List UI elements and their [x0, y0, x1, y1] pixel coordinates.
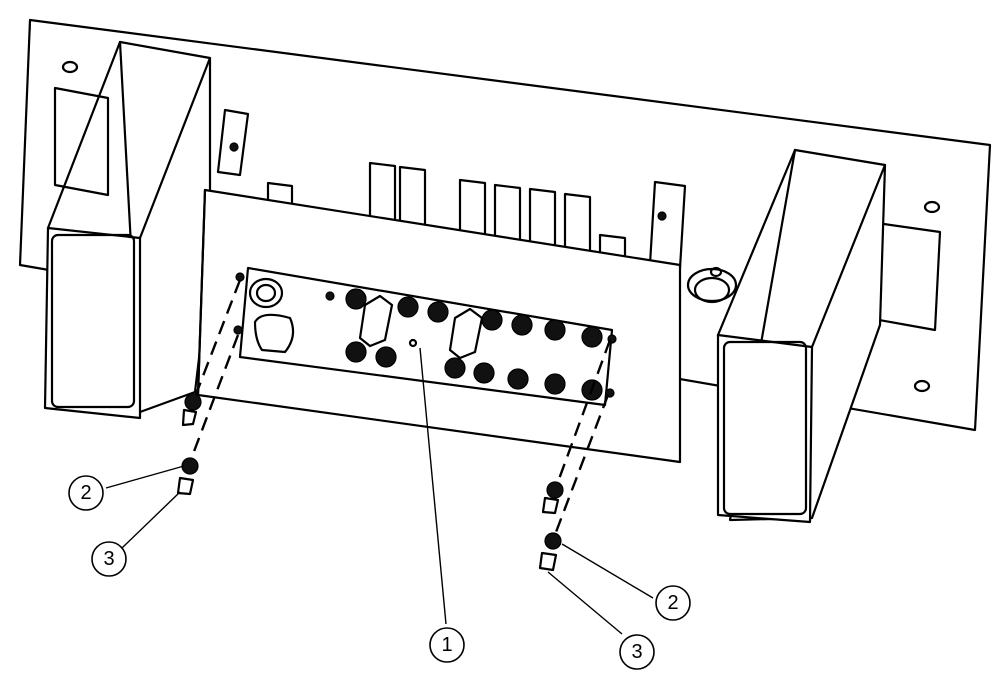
callout-1-label: 1 — [441, 634, 452, 656]
leader-lines — [105, 347, 654, 635]
callout-2-left-label: 2 — [80, 482, 91, 504]
right-standoff-block — [716, 148, 887, 524]
callout-3-right: 3 — [619, 634, 655, 670]
right-screw-set — [538, 339, 612, 572]
left-screw-set — [176, 279, 242, 496]
left-standoff-block — [43, 40, 212, 420]
callout-1: 1 — [429, 627, 465, 663]
callout-2-right: 2 — [655, 585, 691, 621]
callout-2-left: 2 — [68, 475, 104, 511]
connector-row-bottom — [345, 341, 603, 401]
connector-board — [233, 266, 617, 407]
callout-2-right-label: 2 — [667, 592, 678, 614]
callout-3-right-label: 3 — [631, 641, 642, 663]
connector-row-top — [325, 288, 603, 348]
callout-3-left-label: 3 — [103, 548, 114, 570]
callout-3-left: 3 — [91, 541, 127, 577]
